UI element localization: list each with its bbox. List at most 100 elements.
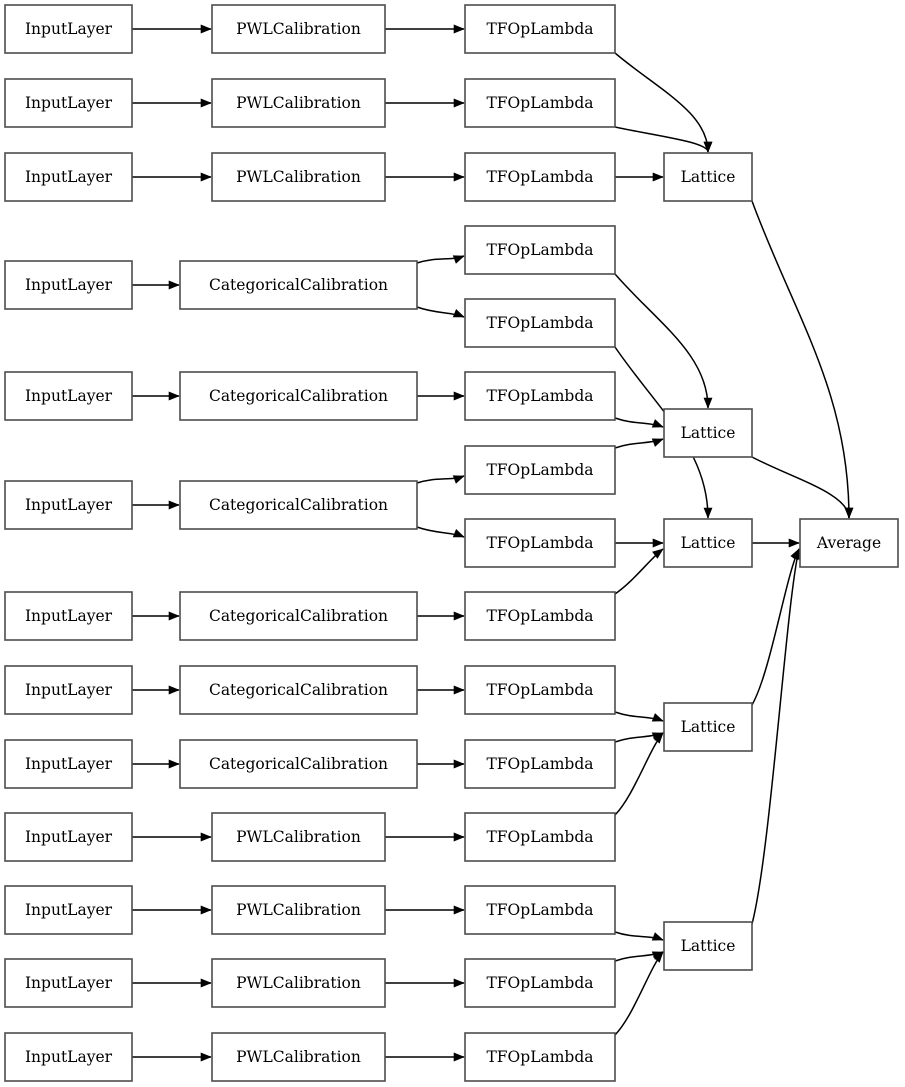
- node-input-layer-in13[interactable]: InputLayer: [4, 1032, 133, 1082]
- node-box[interactable]: [179, 371, 418, 421]
- node-box[interactable]: [4, 260, 133, 310]
- node-box[interactable]: [211, 812, 386, 862]
- node-pwlcalibration-cal1[interactable]: PWLCalibration: [211, 4, 386, 54]
- node-box[interactable]: [4, 665, 133, 715]
- node-box[interactable]: [663, 921, 753, 971]
- node-tfop-lambda-tf15[interactable]: TFOpLambda: [464, 1032, 616, 1082]
- node-tfop-lambda-tf5[interactable]: TFOpLambda: [464, 298, 616, 348]
- node-box[interactable]: [211, 1032, 386, 1082]
- node-input-layer-in8[interactable]: InputLayer: [4, 665, 133, 715]
- node-pwlcalibration-cal12[interactable]: PWLCalibration: [211, 958, 386, 1008]
- node-input-layer-in12[interactable]: InputLayer: [4, 958, 133, 1008]
- node-box[interactable]: [179, 260, 418, 310]
- node-tfop-lambda-tf3[interactable]: TFOpLambda: [464, 152, 616, 202]
- node-box[interactable]: [464, 812, 616, 862]
- node-tfop-lambda-tf12[interactable]: TFOpLambda: [464, 812, 616, 862]
- node-average-avg[interactable]: Average: [799, 518, 899, 568]
- node-box[interactable]: [4, 4, 133, 54]
- node-input-layer-in5[interactable]: InputLayer: [4, 371, 133, 421]
- node-box[interactable]: [211, 885, 386, 935]
- node-box[interactable]: [464, 1032, 616, 1082]
- node-input-layer-in1[interactable]: InputLayer: [4, 4, 133, 54]
- node-box[interactable]: [464, 665, 616, 715]
- node-lattice-lat3[interactable]: Lattice: [663, 518, 753, 568]
- node-box[interactable]: [464, 225, 616, 275]
- node-box[interactable]: [464, 518, 616, 568]
- node-box[interactable]: [4, 958, 133, 1008]
- node-categorical-calibration-cal7[interactable]: CategoricalCalibration: [179, 591, 418, 641]
- node-input-layer-in7[interactable]: InputLayer: [4, 591, 133, 641]
- node-categorical-calibration-cal5[interactable]: CategoricalCalibration: [179, 371, 418, 421]
- node-box[interactable]: [179, 739, 418, 789]
- node-tfop-lambda-tf13[interactable]: TFOpLambda: [464, 885, 616, 935]
- node-input-layer-in4[interactable]: InputLayer: [4, 260, 133, 310]
- node-pwlcalibration-cal10[interactable]: PWLCalibration: [211, 812, 386, 862]
- node-box[interactable]: [4, 1032, 133, 1082]
- node-tfop-lambda-tf9[interactable]: TFOpLambda: [464, 591, 616, 641]
- node-box[interactable]: [464, 958, 616, 1008]
- node-categorical-calibration-cal9[interactable]: CategoricalCalibration: [179, 739, 418, 789]
- node-box[interactable]: [464, 4, 616, 54]
- node-label: CategoricalCalibration: [209, 607, 388, 625]
- node-lattice-lat4[interactable]: Lattice: [663, 702, 753, 752]
- node-box[interactable]: [663, 518, 753, 568]
- node-tfop-lambda-tf1[interactable]: TFOpLambda: [464, 4, 616, 54]
- node-lattice-lat5[interactable]: Lattice: [663, 921, 753, 971]
- node-input-layer-in6[interactable]: InputLayer: [4, 480, 133, 530]
- node-box[interactable]: [179, 591, 418, 641]
- node-categorical-calibration-cal6[interactable]: CategoricalCalibration: [179, 480, 418, 530]
- node-box[interactable]: [4, 78, 133, 128]
- node-box[interactable]: [211, 958, 386, 1008]
- node-tfop-lambda-tf7[interactable]: TFOpLambda: [464, 445, 616, 495]
- node-box[interactable]: [464, 152, 616, 202]
- node-input-layer-in9[interactable]: InputLayer: [4, 739, 133, 789]
- node-pwlcalibration-cal11[interactable]: PWLCalibration: [211, 885, 386, 935]
- node-box[interactable]: [799, 518, 899, 568]
- node-tfop-lambda-tf6[interactable]: TFOpLambda: [464, 371, 616, 421]
- node-box[interactable]: [4, 885, 133, 935]
- node-box[interactable]: [4, 371, 133, 421]
- node-box[interactable]: [464, 445, 616, 495]
- node-box[interactable]: [464, 739, 616, 789]
- node-box[interactable]: [211, 152, 386, 202]
- node-tfop-lambda-tf11[interactable]: TFOpLambda: [464, 739, 616, 789]
- node-box[interactable]: [4, 591, 133, 641]
- node-box[interactable]: [464, 885, 616, 935]
- node-label: TFOpLambda: [486, 681, 593, 699]
- node-label: PWLCalibration: [236, 94, 361, 112]
- node-lattice-lat2[interactable]: Lattice: [663, 408, 753, 458]
- node-box[interactable]: [211, 4, 386, 54]
- node-categorical-calibration-cal8[interactable]: CategoricalCalibration: [179, 665, 418, 715]
- node-box[interactable]: [464, 591, 616, 641]
- node-box[interactable]: [179, 665, 418, 715]
- node-pwlcalibration-cal3[interactable]: PWLCalibration: [211, 152, 386, 202]
- node-input-layer-in3[interactable]: InputLayer: [4, 152, 133, 202]
- node-box[interactable]: [4, 812, 133, 862]
- node-tfop-lambda-tf4[interactable]: TFOpLambda: [464, 225, 616, 275]
- node-box[interactable]: [4, 152, 133, 202]
- node-pwlcalibration-cal13[interactable]: PWLCalibration: [211, 1032, 386, 1082]
- node-categorical-calibration-cal4[interactable]: CategoricalCalibration: [179, 260, 418, 310]
- node-lattice-lat1[interactable]: Lattice: [663, 152, 753, 202]
- node-pwlcalibration-cal2[interactable]: PWLCalibration: [211, 78, 386, 128]
- node-box[interactable]: [464, 78, 616, 128]
- node-box[interactable]: [4, 480, 133, 530]
- node-input-layer-in11[interactable]: InputLayer: [4, 885, 133, 935]
- node-input-layer-in10[interactable]: InputLayer: [4, 812, 133, 862]
- node-tfop-lambda-tf14[interactable]: TFOpLambda: [464, 958, 616, 1008]
- node-box[interactable]: [179, 480, 418, 530]
- node-label: TFOpLambda: [486, 755, 593, 773]
- node-box[interactable]: [663, 702, 753, 752]
- node-tfop-lambda-tf2[interactable]: TFOpLambda: [464, 78, 616, 128]
- node-tfop-lambda-tf8[interactable]: TFOpLambda: [464, 518, 616, 568]
- node-box[interactable]: [4, 739, 133, 789]
- node-box[interactable]: [464, 298, 616, 348]
- node-tfop-lambda-tf10[interactable]: TFOpLambda: [464, 665, 616, 715]
- node-box[interactable]: [663, 408, 753, 458]
- node-box[interactable]: [211, 78, 386, 128]
- node-input-layer-in2[interactable]: InputLayer: [4, 78, 133, 128]
- node-box[interactable]: [464, 371, 616, 421]
- edge-lat5-to-avg: [751, 548, 800, 925]
- node-box[interactable]: [663, 152, 753, 202]
- arrow-head: [844, 507, 854, 519]
